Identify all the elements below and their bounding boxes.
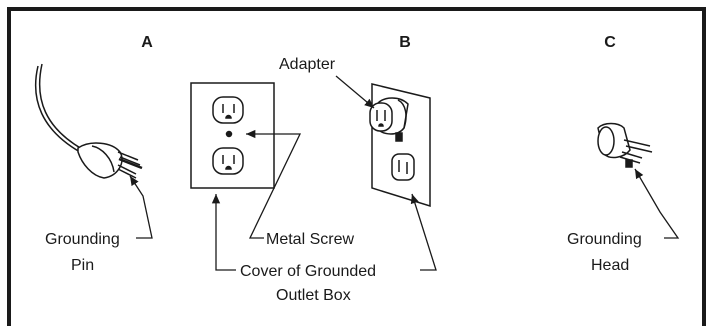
adapter-arrow [335, 75, 375, 109]
panel-c-title: C [604, 34, 616, 51]
grounding-pin-label-line2: Pin [71, 257, 94, 274]
outlet-cover-illustration [190, 82, 275, 189]
grounded-plug-illustration [34, 63, 143, 179]
grounding-head-illustration [597, 122, 653, 168]
adapter-wall-plate-illustration [369, 83, 431, 208]
grounding-head-label-line1: Grounding [567, 231, 642, 248]
grounding-pin-label-line1: Grounding [45, 231, 120, 248]
metal-screw-label: Metal Screw [266, 231, 354, 248]
panel-a-title: A [141, 34, 153, 51]
cover-leader-right [410, 193, 437, 271]
figure-frame [7, 7, 706, 326]
metal-screw-leader [246, 129, 302, 239]
adapter-label: Adapter [279, 56, 336, 73]
grounding-pin-leader [129, 175, 153, 239]
grounding-head-label-line2: Head [591, 257, 629, 274]
cover-label-line2: Outlet Box [276, 287, 351, 304]
cover-leader-left [211, 194, 236, 271]
panel-b-title: B [399, 34, 411, 51]
cover-label-line1: Cover of Grounded [240, 263, 376, 280]
grounding-head-leader [634, 168, 680, 239]
